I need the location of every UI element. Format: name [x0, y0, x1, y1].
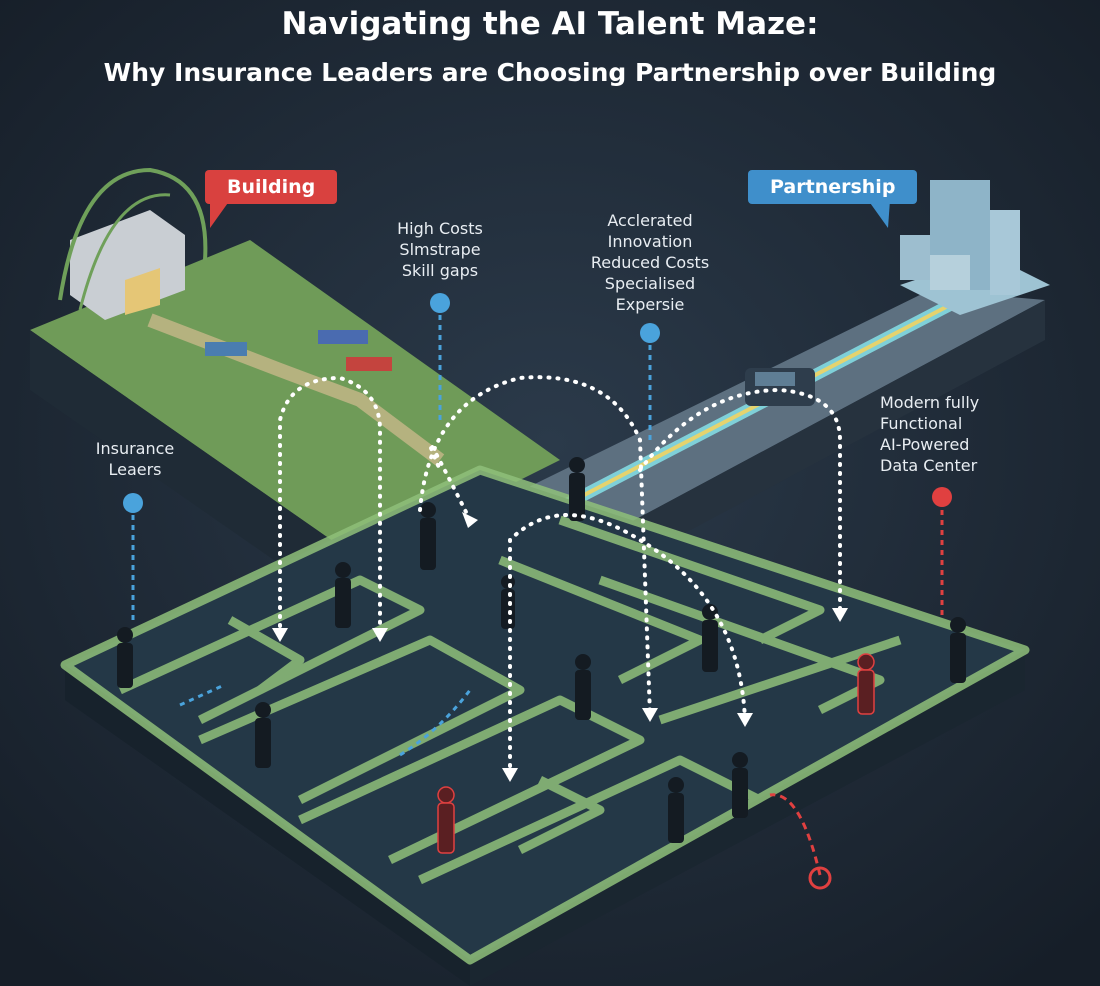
person-icon — [255, 702, 271, 768]
callout-pointers — [123, 293, 952, 625]
person-icon — [501, 575, 515, 629]
partnership-benefits-callout: Acclerated Innovation Reduced Costs Spec… — [580, 210, 720, 315]
data-center-callout: Modern fully Functional AI-Powered Data … — [880, 392, 1010, 476]
person-icon — [732, 752, 748, 818]
person-icon — [117, 627, 133, 688]
callout-line: Reduced Costs — [590, 253, 710, 272]
callout-line: Specialised — [604, 274, 696, 293]
blue-dot-icon — [430, 293, 450, 313]
blue-dot-icon — [640, 323, 660, 343]
callout-line: Functional — [880, 414, 963, 433]
callout-line: Data Center — [880, 456, 978, 475]
callout-line: High Costs — [397, 219, 483, 238]
dotted-arrow — [278, 375, 382, 637]
red-ring-icon — [808, 866, 832, 890]
dotted-arrow — [418, 375, 652, 717]
maze — [60, 465, 1030, 986]
bubble-tail — [868, 200, 890, 228]
dotted-arrow — [638, 387, 842, 617]
sign-icon — [346, 357, 392, 371]
callout-line: AI-Powered — [880, 435, 970, 454]
callout-line: Innovation — [607, 232, 693, 251]
callout-line: Expersie — [615, 295, 685, 314]
person-icon — [420, 502, 436, 570]
bubble-tail — [210, 200, 230, 228]
callout-line: Insurance — [95, 439, 175, 458]
sign-icon — [205, 342, 247, 356]
thorns-icon — [58, 167, 208, 301]
sign-icon — [318, 330, 368, 344]
blue-dot-icon — [123, 493, 143, 513]
building-bubble: Building — [205, 170, 338, 204]
page-title: Navigating the AI Talent Maze: — [281, 6, 819, 42]
building-issues-callout: High Costs Slmstrape Skill gaps — [380, 218, 500, 281]
arrowheads — [272, 512, 848, 782]
dotted-paths — [278, 375, 842, 777]
blue-dashed-arrow — [179, 684, 223, 707]
person-icon — [950, 617, 966, 683]
page-subtitle: Why Insurance Leaders are Choosing Partn… — [103, 58, 997, 87]
car-icon — [745, 368, 815, 406]
insurance-leaders-callout: Insurance Leaers — [80, 438, 190, 480]
callout-line: Skill gaps — [401, 261, 479, 280]
callout-line: Modern fully — [880, 393, 980, 412]
red-dashed-arrow — [769, 793, 822, 876]
callout-line: Leaers — [108, 460, 162, 479]
person-icon — [857, 653, 875, 715]
person-icon — [335, 562, 351, 628]
person-icon — [702, 604, 718, 672]
partnership-bubble: Partnership — [748, 170, 918, 204]
building-platform — [30, 167, 560, 620]
person-icon — [575, 654, 591, 720]
person-icon — [668, 777, 684, 843]
person-icon — [437, 786, 455, 854]
callout-line: Slmstrape — [399, 240, 481, 259]
people — [117, 457, 966, 854]
red-dot-icon — [932, 487, 952, 507]
dotted-arrow — [508, 513, 747, 777]
person-icon — [569, 457, 585, 521]
callout-line: Acclerated — [607, 211, 693, 230]
